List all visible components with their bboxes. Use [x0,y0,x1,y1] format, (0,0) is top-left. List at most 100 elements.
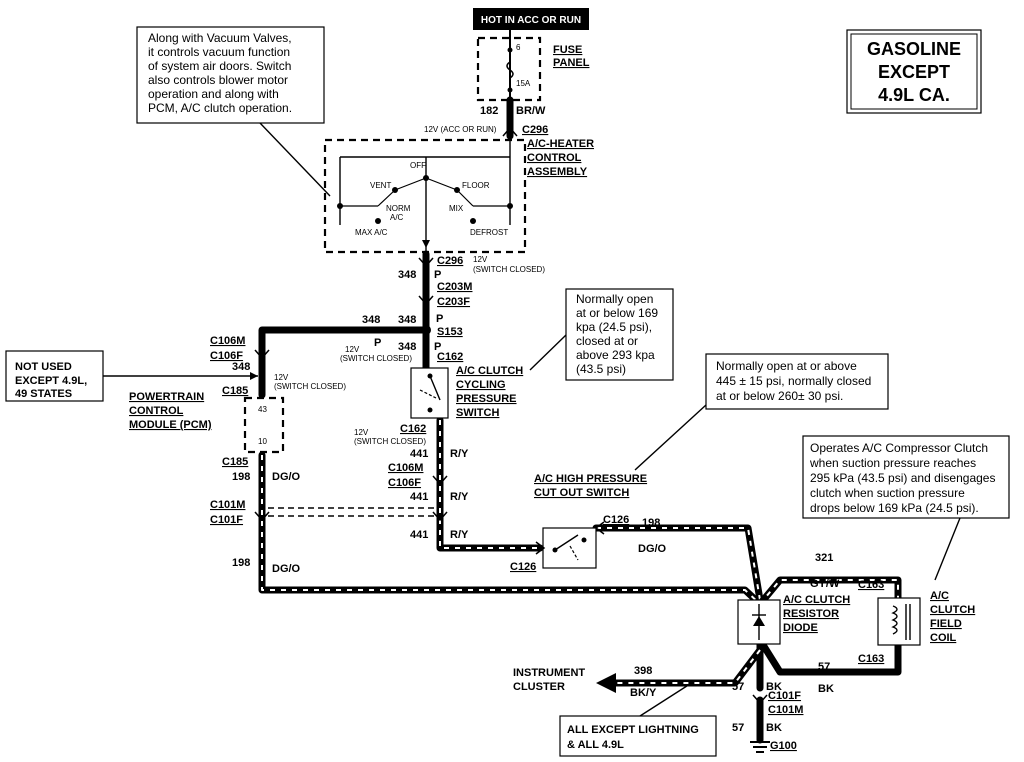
svg-text:R/Y: R/Y [450,529,469,541]
svg-text:49 STATES: 49 STATES [15,388,72,400]
svg-text:441: 441 [410,448,428,460]
svg-text:POWERTRAIN: POWERTRAIN [129,391,204,403]
svg-text:C185: C185 [222,385,248,397]
svg-text:C106M: C106M [210,335,245,347]
svg-text:FIELD: FIELD [930,618,962,630]
svg-text:C126: C126 [510,561,536,573]
svg-text:of system air doors. Switch: of system air doors. Switch [148,59,291,73]
svg-text:(SWITCH CLOSED): (SWITCH CLOSED) [274,382,346,391]
svg-text:P: P [374,337,381,349]
wire-labels: 182 BR/W 348 P 348 348 348 P P P 348 441… [232,105,840,734]
svg-text:C296: C296 [437,255,463,267]
instrument-cluster-arrow-icon [596,673,616,693]
diode-icon [753,616,765,626]
svg-text:GY/W: GY/W [810,578,840,590]
svg-text:198: 198 [232,557,250,569]
svg-text:BK: BK [818,683,834,695]
svg-text:57: 57 [732,722,744,734]
svg-text:Along with Vacuum Valves,: Along with Vacuum Valves, [148,31,292,45]
svg-text:BK/Y: BK/Y [630,687,657,699]
svg-text:12V: 12V [274,373,289,382]
vacuum-valves-note: Along with Vacuum Valves, it controls va… [136,26,331,197]
svg-text:at or below 169: at or below 169 [576,306,658,320]
svg-text:it controls vacuum function: it controls vacuum function [148,45,290,59]
title-line-2: EXCEPT [878,62,950,82]
svg-text:NORM: NORM [386,204,411,213]
svg-text:A/C: A/C [390,213,404,222]
svg-text:drops below 169 kPa (24.5 psi): drops below 169 kPa (24.5 psi). [810,501,979,515]
svg-text:VENT: VENT [370,181,391,190]
svg-text:G100: G100 [770,740,797,752]
svg-text:348: 348 [362,314,380,326]
svg-text:Normally open at or above: Normally open at or above [716,359,857,373]
svg-text:also controls blower motor: also controls blower motor [148,73,288,87]
svg-text:CYCLING: CYCLING [456,379,506,391]
svg-text:SWITCH: SWITCH [456,407,499,419]
svg-text:OFF: OFF [410,161,426,170]
svg-text:57: 57 [732,681,744,693]
svg-text:BR/W: BR/W [516,105,546,117]
not-used-note: NOT USED EXCEPT 4.9L, 49 STATES [5,350,258,402]
high-pressure-note: Normally open at or above 445 ± 15 psi, … [634,353,889,471]
svg-text:FLOOR: FLOOR [462,181,490,190]
svg-text:RESISTOR: RESISTOR [783,608,839,620]
svg-text:BK: BK [766,681,782,693]
svg-text:Normally open: Normally open [576,292,653,306]
svg-text:CUT OUT SWITCH: CUT OUT SWITCH [534,487,629,499]
svg-text:(SWITCH CLOSED): (SWITCH CLOSED) [340,354,412,363]
svg-text:clutch when suction pressure: clutch when suction pressure [810,486,965,500]
svg-text:R/Y: R/Y [450,448,469,460]
svg-text:10: 10 [258,437,267,446]
svg-text:DG/O: DG/O [272,471,301,483]
svg-text:12V: 12V [473,255,488,264]
svg-text:CLUTCH: CLUTCH [930,604,975,616]
svg-text:C162: C162 [400,423,426,435]
fuse-number: 6 [516,43,521,52]
svg-text:A/C CLUTCH: A/C CLUTCH [783,594,850,606]
svg-text:above 293 kpa: above 293 kpa [576,348,655,362]
all-except-lightning-note: ALL EXCEPT LIGHTNING & ALL 4.9L [559,683,717,757]
svg-text:C296: C296 [522,124,548,136]
svg-text:C203M: C203M [437,281,472,293]
svg-text:EXCEPT 4.9L,: EXCEPT 4.9L, [15,375,87,387]
svg-text:57: 57 [818,661,830,673]
cycling-switch-note: Normally open at or below 169 kpa (24.5 … [529,288,674,381]
svg-text:BK: BK [766,722,782,734]
svg-text:ALL EXCEPT LIGHTNING: ALL EXCEPT LIGHTNING [567,724,699,736]
svg-text:(SWITCH CLOSED): (SWITCH CLOSED) [354,437,426,446]
svg-text:PRESSURE: PRESSURE [456,393,517,405]
power-source: HOT IN ACC OR RUN 6 15A FUSE PANEL [473,8,590,120]
coil-icon [891,605,898,635]
svg-text:C185: C185 [222,456,248,468]
title-block: GASOLINE EXCEPT 4.9L CA. [846,29,982,114]
svg-text:PCM, A/C clutch operation.: PCM, A/C clutch operation. [148,101,292,115]
svg-text:445 ± 15 psi, normally closed: 445 ± 15 psi, normally closed [716,374,871,388]
svg-text:DEFROST: DEFROST [470,228,508,237]
svg-text:P: P [436,313,443,325]
svg-text:ASSEMBLY: ASSEMBLY [527,166,588,178]
svg-text:DG/O: DG/O [638,543,667,555]
svg-text:348: 348 [398,341,416,353]
svg-text:441: 441 [410,529,428,541]
svg-text:CONTROL: CONTROL [129,405,184,417]
instrument-cluster-label-1: INSTRUMENT [513,667,585,679]
ac-clutch-field-coil: A/C CLUTCH FIELD COIL [877,590,975,646]
svg-text:C203F: C203F [437,296,470,308]
fuse-icon [506,61,514,79]
title-line-1: GASOLINE [867,39,961,59]
svg-text:C163: C163 [858,653,884,665]
svg-text:348: 348 [232,361,250,373]
svg-text:(43.5 psi): (43.5 psi) [576,362,626,376]
vacuum-note-leader [259,122,331,197]
voltage-annotations: 12V (ACC OR RUN) 12V (SWITCH CLOSED) 12V… [274,125,545,446]
svg-text:182: 182 [480,105,498,117]
svg-text:Operates A/C Compressor Clutch: Operates A/C Compressor Clutch [810,441,988,455]
svg-text:C162: C162 [437,351,463,363]
instrument-cluster-label-2: CLUSTER [513,681,565,693]
svg-text:C101F: C101F [768,690,801,702]
wiring-harness [258,96,902,753]
svg-text:C106M: C106M [388,462,423,474]
svg-text:321: 321 [815,552,833,564]
svg-text:12V: 12V [354,428,369,437]
